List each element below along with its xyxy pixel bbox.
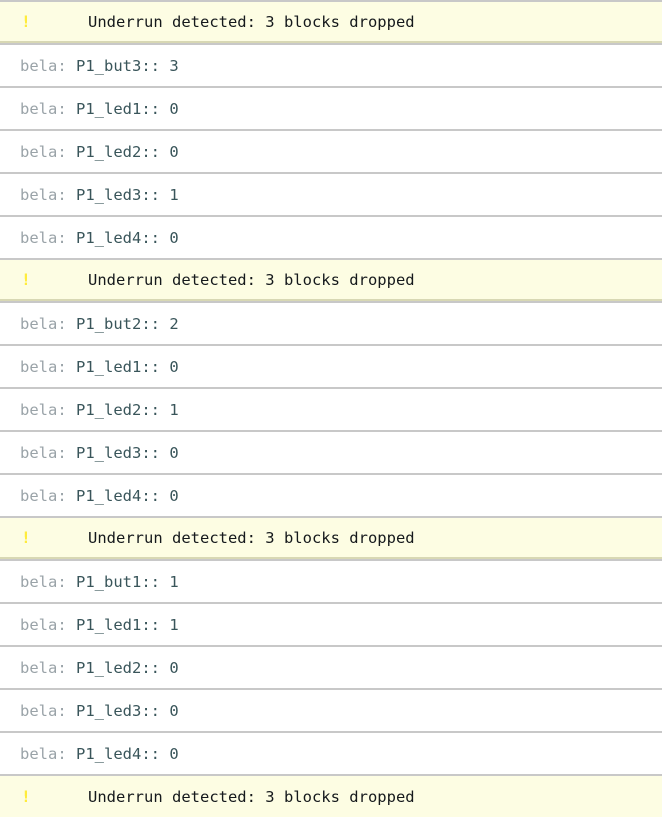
exclamation-icon: ! [21,528,31,547]
log-spacer [67,702,76,720]
warning-message: Underrun detected: 3 blocks dropped [88,528,415,547]
log-message-text: P1_led3:: 0 [76,701,179,720]
log-row-message[interactable]: bela: P1_led2:: 0 [0,129,662,172]
log-spacer [67,100,76,118]
exclamation-icon: ! [21,12,31,31]
log-row-message[interactable]: bela: P1_led3:: 0 [0,430,662,473]
log-message-text: P1_led1:: 0 [76,99,179,118]
log-row-warning[interactable]: ! Underrun detected: 3 blocks dropped [0,258,662,301]
log-message-text: P1_led2:: 1 [76,400,179,419]
log-row-message[interactable]: bela: P1_led4:: 0 [0,731,662,774]
log-row-message[interactable]: bela: P1_led4:: 0 [0,215,662,258]
log-spacer [67,229,76,247]
log-source-label: bela: [20,486,67,505]
log-message-text: P1_led2:: 0 [76,658,179,677]
log-source-label: bela: [20,443,67,462]
log-source-label: bela: [20,99,67,118]
log-message-text: P1_led4:: 0 [76,744,179,763]
log-source-label: bela: [20,400,67,419]
log-source-label: bela: [20,185,67,204]
log-source-label: bela: [20,357,67,376]
log-spacer [67,57,76,75]
log-source-label: bela: [20,314,67,333]
log-row-warning[interactable]: ! Underrun detected: 3 blocks dropped [0,0,662,43]
log-message-text: P1_led4:: 0 [76,486,179,505]
log-source-label: bela: [20,56,67,75]
log-source-label: bela: [20,228,67,247]
log-row-warning[interactable]: ! Underrun detected: 3 blocks dropped [0,774,662,817]
log-row-message[interactable]: bela: P1_led3:: 1 [0,172,662,215]
log-source-label: bela: [20,701,67,720]
log-row-message[interactable]: bela: P1_led1:: 0 [0,86,662,129]
log-spacer [67,444,76,462]
log-source-label: bela: [20,572,67,591]
log-row-message[interactable]: bela: P1_led3:: 0 [0,688,662,731]
log-row-message[interactable]: bela: P1_but3:: 3 [0,43,662,86]
log-spacer [67,616,76,634]
log-spacer [67,315,76,333]
log-row-message[interactable]: bela: P1_led4:: 0 [0,473,662,516]
log-row-message[interactable]: bela: P1_led2:: 0 [0,645,662,688]
log-spacer [67,573,76,591]
log-message-text: P1_led2:: 0 [76,142,179,161]
log-message-text: P1_led4:: 0 [76,228,179,247]
log-row-message[interactable]: bela: P1_led2:: 1 [0,387,662,430]
log-row-message[interactable]: bela: P1_led1:: 0 [0,344,662,387]
log-spacer [67,143,76,161]
log-row-message[interactable]: bela: P1_but1:: 1 [0,559,662,602]
log-source-label: bela: [20,615,67,634]
exclamation-icon: ! [21,787,31,806]
log-message-text: P1_led3:: 1 [76,185,179,204]
log-spacer [67,745,76,763]
log-spacer [67,659,76,677]
log-message-text: P1_but2:: 2 [76,314,179,333]
log-message-text: P1_but1:: 1 [76,572,179,591]
log-row-message[interactable]: bela: P1_led1:: 1 [0,602,662,645]
warning-message: Underrun detected: 3 blocks dropped [88,12,415,31]
log-message-text: P1_but3:: 3 [76,56,179,75]
log-source-label: bela: [20,142,67,161]
log-row-message[interactable]: bela: P1_but2:: 2 [0,301,662,344]
log-source-label: bela: [20,658,67,677]
log-source-label: bela: [20,744,67,763]
log-message-text: P1_led1:: 0 [76,357,179,376]
log-spacer [67,358,76,376]
log-spacer [67,487,76,505]
warning-message: Underrun detected: 3 blocks dropped [88,270,415,289]
log-spacer [67,186,76,204]
exclamation-icon: ! [21,270,31,289]
warning-message: Underrun detected: 3 blocks dropped [88,787,415,806]
log-row-warning[interactable]: ! Underrun detected: 3 blocks dropped [0,516,662,559]
log-spacer [67,401,76,419]
log-message-text: P1_led1:: 1 [76,615,179,634]
log-message-text: P1_led3:: 0 [76,443,179,462]
